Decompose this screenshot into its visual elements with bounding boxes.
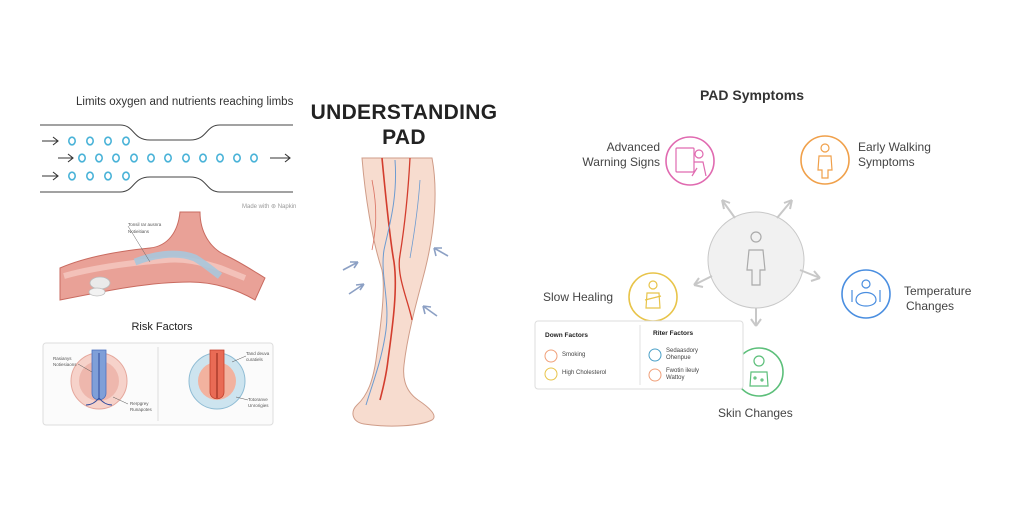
arrow-right-icon: [42, 136, 59, 146]
blood-cell: [122, 136, 131, 146]
risk-label-3: Rerpgrey: [130, 401, 149, 406]
riter-factor-2: Fwotin ileuly Wattoy: [666, 368, 700, 381]
artery-callout-2: Notieitians: [128, 229, 150, 234]
flow-caption: Limits oxygen and nutrients reaching lim…: [76, 96, 294, 108]
blood-cell: [182, 153, 191, 163]
blood-cell: [216, 153, 225, 163]
blood-cell: [104, 171, 113, 181]
advanced-warning-label: Advanced Warning Signs: [582, 140, 660, 169]
skin-changes-label: Skin Changes: [718, 406, 793, 420]
blood-cell: [233, 153, 242, 163]
blood-cell: [250, 153, 259, 163]
down-factor-2: High Cholesterol: [562, 370, 607, 376]
artery-callout-1: Tonsil rar ausnra: [128, 222, 162, 227]
blood-cell: [164, 153, 173, 163]
risk-label-1: Rasianys: [53, 356, 72, 361]
blood-cell: [147, 153, 156, 163]
blood-cell: [68, 136, 77, 146]
risk-label-4: Runapotes: [130, 407, 152, 412]
down-factor-1: Smoking: [562, 352, 586, 358]
blood-cell: [68, 171, 77, 181]
risk-factors-title: Risk Factors: [131, 321, 193, 333]
temperature-changes-label: Temperature Changes: [904, 284, 972, 313]
risk-label-2: Notiesiaons: [53, 362, 77, 367]
arrow-right-icon: [270, 153, 291, 163]
blood-cell: [199, 153, 208, 163]
blood-cell: [86, 171, 95, 181]
main-title-line-2: PAD: [382, 126, 426, 149]
main-title-line-1: UNDERSTANDING: [310, 101, 498, 124]
risk-label-5: Tand deuva: [246, 351, 270, 356]
blood-cell: [122, 171, 131, 181]
arrow-right-icon: [42, 171, 59, 181]
symptoms-title: PAD Symptoms: [700, 87, 804, 103]
blood-cell: [78, 153, 87, 163]
risk-label-7: Totoranve: [248, 397, 268, 402]
watermark: Made with ⊛ Napkin: [242, 204, 297, 210]
riter-factor-1: Sedaasdory Ohenpue: [666, 348, 699, 361]
blood-cell: [112, 153, 121, 163]
early-walking-label: Early Walking Symptoms: [858, 140, 931, 169]
blood-cell: [104, 136, 113, 146]
blood-cell: [95, 153, 104, 163]
riter-factors-title: Riter Factors: [653, 330, 694, 337]
down-factors-title: Down Factors: [545, 332, 588, 339]
main-title: UNDERSTANDING PAD: [304, 100, 504, 150]
arrow-right-icon: [58, 153, 74, 163]
risk-label-6: curatiels: [246, 357, 263, 362]
blood-cell: [86, 136, 95, 146]
slow-healing-label: Slow Healing: [543, 290, 614, 304]
risk-label-8: Unrorigies: [248, 403, 269, 408]
blood-cell: [130, 153, 139, 163]
